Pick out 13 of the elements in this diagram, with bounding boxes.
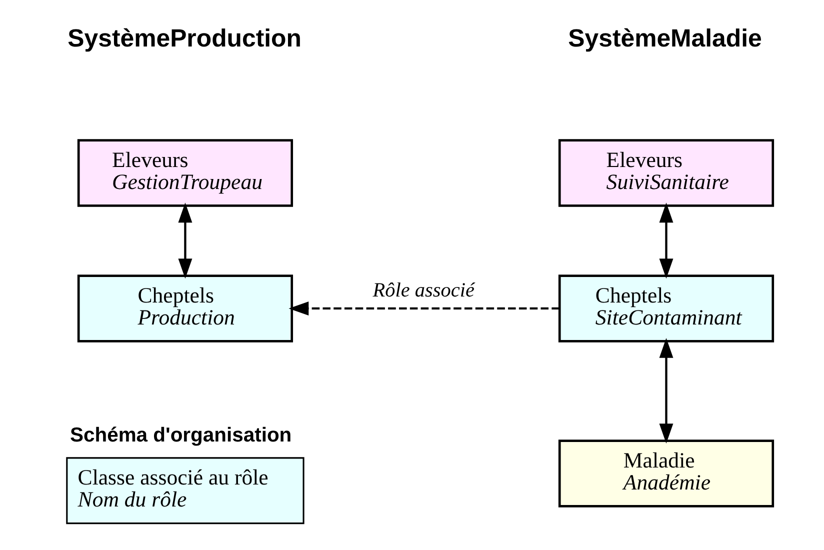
arrow: [658, 202, 673, 279]
arrow: [178, 202, 192, 279]
node-box: Maladie Anadémie: [558, 440, 774, 508]
arrow: [658, 338, 673, 444]
node-box: Eleveurs SuiviSanitaire: [558, 139, 774, 207]
node-label: Schéma d'organisation: [70, 424, 292, 446]
label: SystèmeProduction: [67, 24, 301, 53]
edge-label: Rôle associé: [372, 280, 474, 302]
arrow: [288, 301, 559, 316]
node-box: Cheptels SiteContaminant: [558, 274, 774, 342]
label: SystèmeMaladie: [568, 24, 762, 53]
node-box: Eleveurs GestionTroupeau: [76, 139, 293, 207]
node-box: Cheptels Production: [76, 274, 293, 342]
